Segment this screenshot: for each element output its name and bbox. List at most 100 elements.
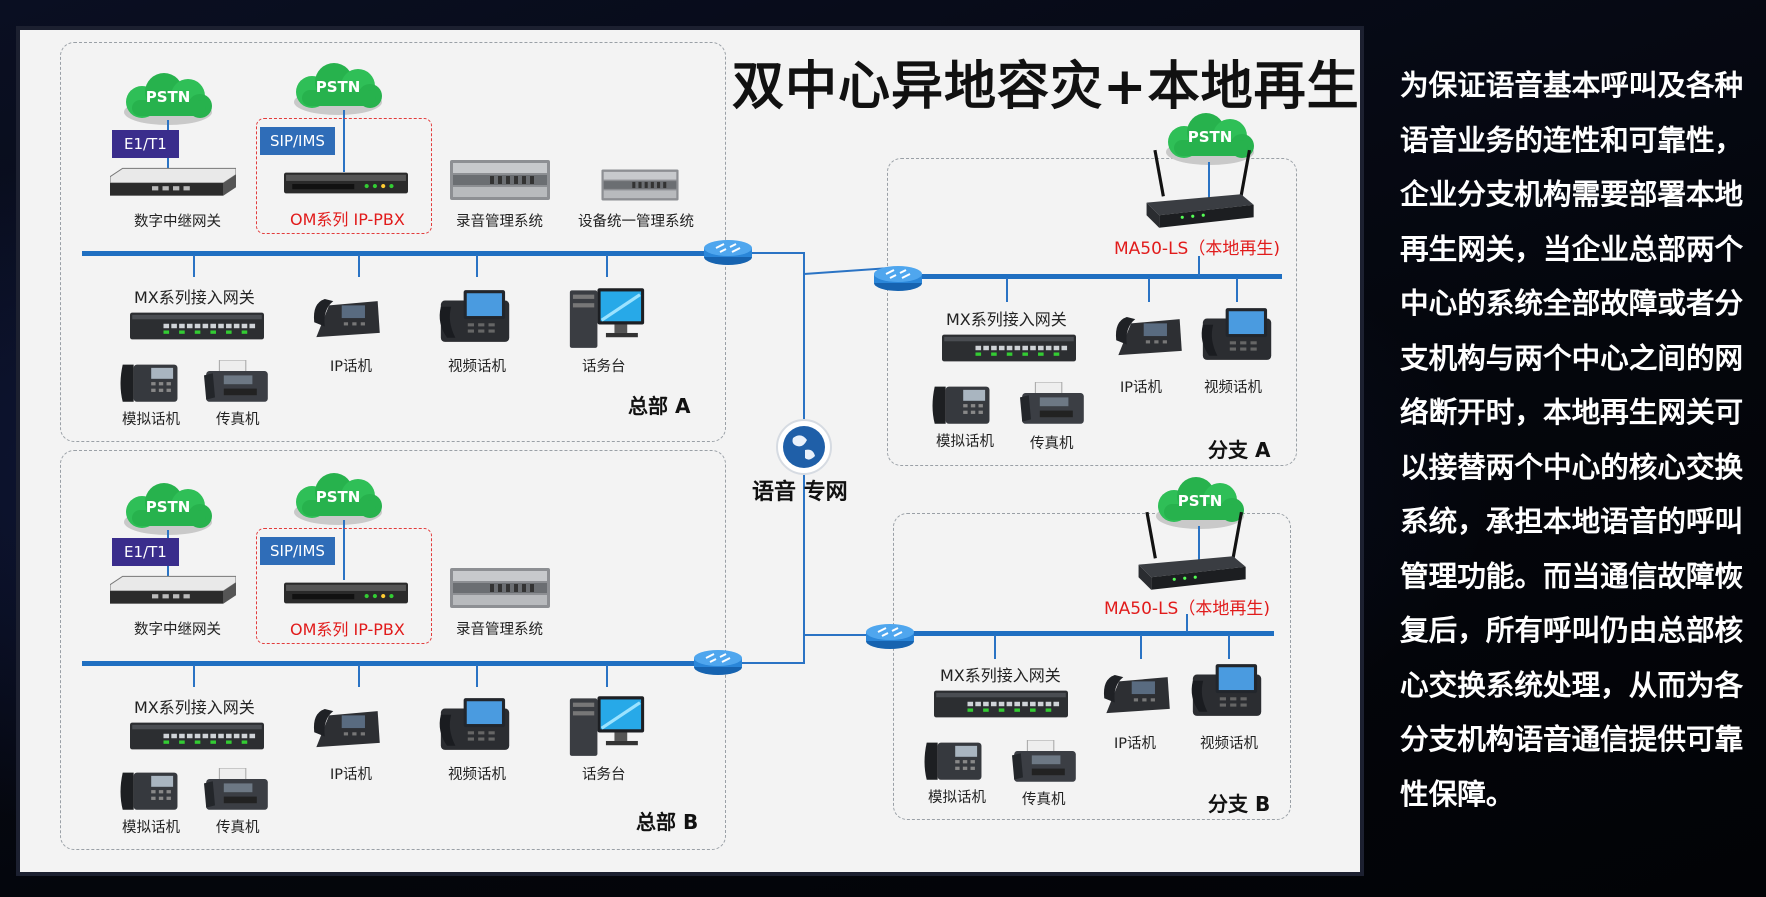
- branch-b-gateway-label: MA50-LS（本地再生): [1104, 599, 1270, 619]
- hq-b-analog-phone-label: 模拟话机: [122, 820, 180, 836]
- link-branch-b: [804, 634, 892, 636]
- branch-a-router-icon: [872, 264, 924, 292]
- hq-a-pstn1-cloud-icon: PSTN: [120, 72, 216, 128]
- hq-b-pstn2-label: PSTN: [315, 488, 361, 506]
- hq-a-recorder-icon: [442, 158, 558, 206]
- hq-b-console-label: 话务台: [582, 767, 626, 783]
- hq-b-drop1: [193, 665, 195, 687]
- branch-a-pstn-label: PSTN: [1187, 128, 1233, 146]
- branch-b-drop2: [1140, 635, 1142, 659]
- hq-b-mx-label: MX系列接入网关: [134, 698, 255, 717]
- globe-icon: [775, 418, 833, 476]
- hq-b-pbx-box: [256, 528, 432, 644]
- hq-a-trunk-gateway-icon: [110, 166, 236, 202]
- hq-a-drop2: [358, 255, 360, 277]
- branch-b-analog-phone-label: 模拟话机: [928, 790, 986, 806]
- hq-b-drop4: [606, 665, 608, 687]
- hq-a-ip-phone-label: IP话机: [330, 359, 373, 375]
- branch-a-drop-gw: [1198, 256, 1200, 276]
- branch-b-fax-icon: [1012, 740, 1078, 788]
- hq-b-sip-tag: SIP/IMS: [260, 537, 335, 565]
- diagram-title: 双中心异地容灾+本地再生: [732, 57, 1360, 117]
- hq-a-mx-gateway-icon: [130, 310, 264, 346]
- branch-a-name: 分支 A: [1208, 438, 1271, 462]
- hq-a-console-icon: [568, 284, 646, 354]
- hq-b-video-phone-icon: [436, 694, 512, 756]
- branch-a-video-phone-label: 视频话机: [1204, 380, 1262, 396]
- branch-b-analog-phone-icon: [922, 736, 984, 786]
- hq-b-pbx-icon: [284, 578, 408, 612]
- hq-b-recorder-icon: [442, 566, 558, 614]
- hq-a-pbx-box: [256, 118, 432, 234]
- branch-b-pstn-cloud-icon: PSTN: [1152, 476, 1248, 532]
- hq-a-drop4: [606, 255, 608, 277]
- hq-a-pstn2-label: PSTN: [315, 78, 361, 96]
- hq-b-pstn2-cloud-icon: PSTN: [290, 472, 386, 528]
- hq-b-pstn1-cloud-icon: PSTN: [120, 482, 216, 538]
- link-hq-a: [746, 252, 804, 254]
- branch-b-video-phone-icon: [1188, 660, 1264, 722]
- zone-hq-b: [60, 450, 726, 850]
- hq-a-pbx-icon: [284, 168, 408, 202]
- branch-b-ma50-gateway-icon: [1124, 510, 1256, 598]
- zone-branch-a: [887, 158, 1297, 466]
- branch-a-mx-label: MX系列接入网关: [946, 310, 1067, 329]
- hq-a-pstn1-label: PSTN: [145, 88, 191, 106]
- hq-b-drop2: [358, 665, 360, 687]
- hq-b-name: 总部 B: [636, 810, 699, 834]
- hq-a-pstn2-line: [343, 110, 345, 172]
- hq-a-fax-icon: [204, 360, 270, 408]
- hq-b-analog-phone-icon: [118, 766, 180, 816]
- branch-b-mx-label: MX系列接入网关: [940, 666, 1061, 685]
- branch-a-ma50-gateway-icon: [1132, 148, 1264, 236]
- hq-a-name: 总部 A: [628, 394, 691, 418]
- hq-a-drop1: [193, 255, 195, 277]
- branch-b-ip-phone-icon: [1100, 666, 1174, 724]
- branch-a-drop1: [1006, 278, 1008, 302]
- hq-a-ip-phone-icon: [310, 290, 384, 348]
- branch-a-drop2: [1148, 278, 1150, 302]
- link-hq-b: [740, 662, 804, 664]
- hq-b-console-icon: [568, 692, 646, 762]
- branch-a-analog-phone-label: 模拟话机: [936, 434, 994, 450]
- hq-b-bus: [82, 661, 722, 666]
- branch-a-ip-phone-label: IP话机: [1120, 380, 1163, 396]
- branch-a-bus: [910, 274, 1282, 279]
- hq-a-analog-phone-icon: [118, 358, 180, 408]
- hq-b-ip-phone-icon: [310, 700, 384, 758]
- branch-a-analog-phone-icon: [930, 380, 992, 430]
- branch-a-fax-label: 传真机: [1030, 436, 1074, 452]
- hq-a-drop3: [476, 255, 478, 277]
- branch-a-pstn-cloud-icon: PSTN: [1162, 112, 1258, 168]
- hq-a-trunk-gateway-label: 数字中继网关: [134, 214, 221, 230]
- branch-b-drop1: [994, 635, 996, 659]
- branch-b-router-icon: [864, 622, 916, 650]
- hq-b-pbx-label: OM系列 IP-PBX: [290, 620, 405, 639]
- hq-b-video-phone-label: 视频话机: [448, 767, 506, 783]
- branch-b-pstn-label: PSTN: [1177, 492, 1223, 510]
- branch-a-mx-gateway-icon: [942, 332, 1076, 368]
- hq-a-device-mgmt-label: 设备统一管理系统: [578, 214, 694, 230]
- hq-a-console-label: 话务台: [582, 359, 626, 375]
- hq-a-pstn2-cloud-icon: PSTN: [290, 62, 386, 118]
- hq-a-router-icon: [702, 238, 754, 266]
- hq-a-fax-label: 传真机: [216, 412, 260, 428]
- branch-a-gateway-label: MA50-LS（本地再生): [1114, 239, 1280, 259]
- branch-a-pstn-line: [1208, 162, 1210, 198]
- hq-a-device-mgmt-icon: [590, 168, 690, 206]
- hq-b-mx-gateway-icon: [130, 720, 264, 756]
- hq-b-recorder-label: 录音管理系统: [456, 622, 543, 638]
- branch-b-pstn-line: [1198, 526, 1200, 562]
- hq-b-ip-phone-label: IP话机: [330, 767, 373, 783]
- branch-b-mx-gateway-icon: [934, 688, 1068, 724]
- branch-a-drop3: [1236, 278, 1238, 302]
- branch-a-fax-icon: [1020, 382, 1086, 430]
- branch-b-drop-gw: [1186, 614, 1188, 632]
- hq-a-e1-tag: E1/T1: [112, 130, 179, 158]
- branch-a-ip-phone-icon: [1112, 308, 1186, 366]
- branch-b-drop3: [1228, 635, 1230, 659]
- branch-b-video-phone-label: 视频话机: [1200, 736, 1258, 752]
- branch-b-fax-label: 传真机: [1022, 792, 1066, 808]
- hq-b-pstn2-line: [343, 520, 345, 580]
- branch-b-bus: [896, 631, 1274, 636]
